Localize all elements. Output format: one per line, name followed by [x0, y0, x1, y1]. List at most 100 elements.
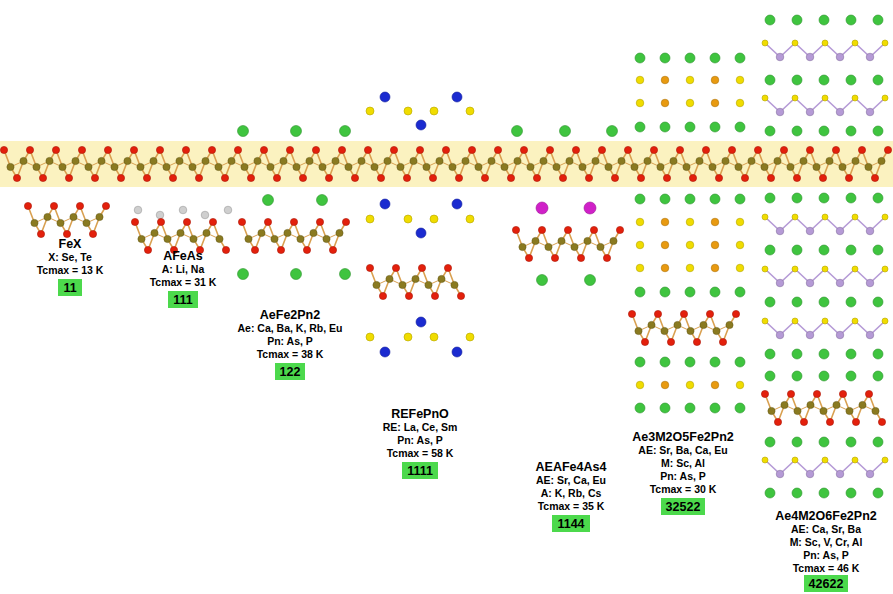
- atom: [618, 157, 625, 164]
- atom: [806, 331, 814, 339]
- atom: [806, 146, 813, 153]
- atom: [765, 126, 775, 136]
- atom: [741, 174, 748, 181]
- atom: [377, 174, 384, 181]
- atom: [846, 245, 856, 255]
- atom: [297, 235, 304, 242]
- family-formula: AeFe2Pn2: [260, 309, 320, 322]
- family-property: AE: Sr, Ba, Ca, Eu: [638, 444, 727, 457]
- atom: [202, 157, 209, 164]
- atom: [873, 193, 883, 203]
- atom: [611, 174, 618, 181]
- atom: [726, 321, 733, 328]
- atom: [449, 163, 456, 170]
- atom: [637, 174, 644, 181]
- atom: [345, 163, 352, 170]
- atom: [117, 174, 124, 181]
- fe-pn-bond: [28, 206, 106, 234]
- atom: [728, 146, 735, 153]
- atom: [687, 327, 694, 334]
- atom: [635, 122, 645, 132]
- atom: [670, 157, 677, 164]
- atom: [430, 215, 438, 223]
- atom: [836, 279, 844, 287]
- family-property: Tcmax = 38 K: [257, 348, 324, 361]
- atom: [866, 227, 874, 235]
- atom: [819, 174, 826, 181]
- atom: [635, 403, 645, 413]
- atom: [822, 95, 828, 101]
- atom: [157, 218, 164, 225]
- family-property: AE: Sr, Ca, Eu: [536, 474, 606, 487]
- atom: [540, 157, 547, 164]
- atom: [488, 157, 495, 164]
- atom: [657, 163, 664, 170]
- atom: [736, 241, 744, 249]
- atom: [700, 321, 707, 328]
- atom: [873, 488, 883, 498]
- atom: [76, 202, 83, 209]
- family-badge: 1144: [552, 515, 589, 532]
- atom: [735, 122, 745, 132]
- atom: [52, 146, 59, 153]
- atom: [636, 76, 644, 84]
- atom: [686, 381, 694, 389]
- atom: [794, 407, 801, 414]
- atom: [852, 418, 859, 425]
- atom: [736, 76, 744, 84]
- atom: [661, 76, 669, 84]
- atom: [425, 281, 432, 288]
- atom: [685, 194, 695, 204]
- atom: [762, 40, 768, 46]
- atom: [667, 338, 674, 345]
- atom: [452, 92, 462, 102]
- fe-pn-bond: [4, 150, 888, 178]
- family-property: Tcmax = 58 K: [387, 447, 454, 460]
- atom: [765, 15, 775, 25]
- atom: [736, 264, 744, 272]
- atom: [306, 157, 313, 164]
- atom: [533, 174, 540, 181]
- atom: [607, 126, 618, 137]
- atom: [164, 235, 171, 242]
- atom: [648, 321, 655, 328]
- family-property: X: Se, Te: [48, 251, 92, 264]
- atom: [156, 146, 163, 153]
- atom: [507, 174, 514, 181]
- atom: [280, 157, 287, 164]
- atom: [423, 163, 430, 170]
- atom: [96, 213, 103, 220]
- atom: [338, 146, 345, 153]
- atom: [380, 199, 390, 209]
- atom: [836, 108, 844, 116]
- family-property: Pn: As, P: [803, 549, 849, 562]
- atom: [63, 230, 70, 237]
- atom: [325, 174, 332, 181]
- atom: [564, 226, 571, 233]
- atom: [0, 146, 7, 153]
- atom: [660, 122, 670, 132]
- family-property: Tcmax = 46 K: [793, 562, 860, 575]
- atom: [452, 199, 462, 209]
- atom: [286, 146, 293, 153]
- atom: [873, 349, 883, 359]
- atom: [866, 53, 874, 61]
- atom: [792, 318, 798, 324]
- atom: [111, 163, 118, 170]
- atom: [150, 157, 157, 164]
- atom: [429, 174, 436, 181]
- atom: [686, 76, 694, 84]
- atom: [735, 287, 745, 297]
- atom: [819, 75, 829, 85]
- family-formula: Ae4M2O6Fe2Pn2: [775, 510, 876, 523]
- atom: [846, 407, 853, 414]
- atom: [852, 318, 858, 324]
- atom: [792, 266, 798, 272]
- atom: [781, 401, 788, 408]
- atom: [501, 163, 508, 170]
- atom: [532, 237, 539, 244]
- family-property: M: Sc, Al: [661, 457, 705, 470]
- atom: [284, 229, 291, 236]
- atom: [866, 279, 874, 287]
- atom: [603, 254, 610, 261]
